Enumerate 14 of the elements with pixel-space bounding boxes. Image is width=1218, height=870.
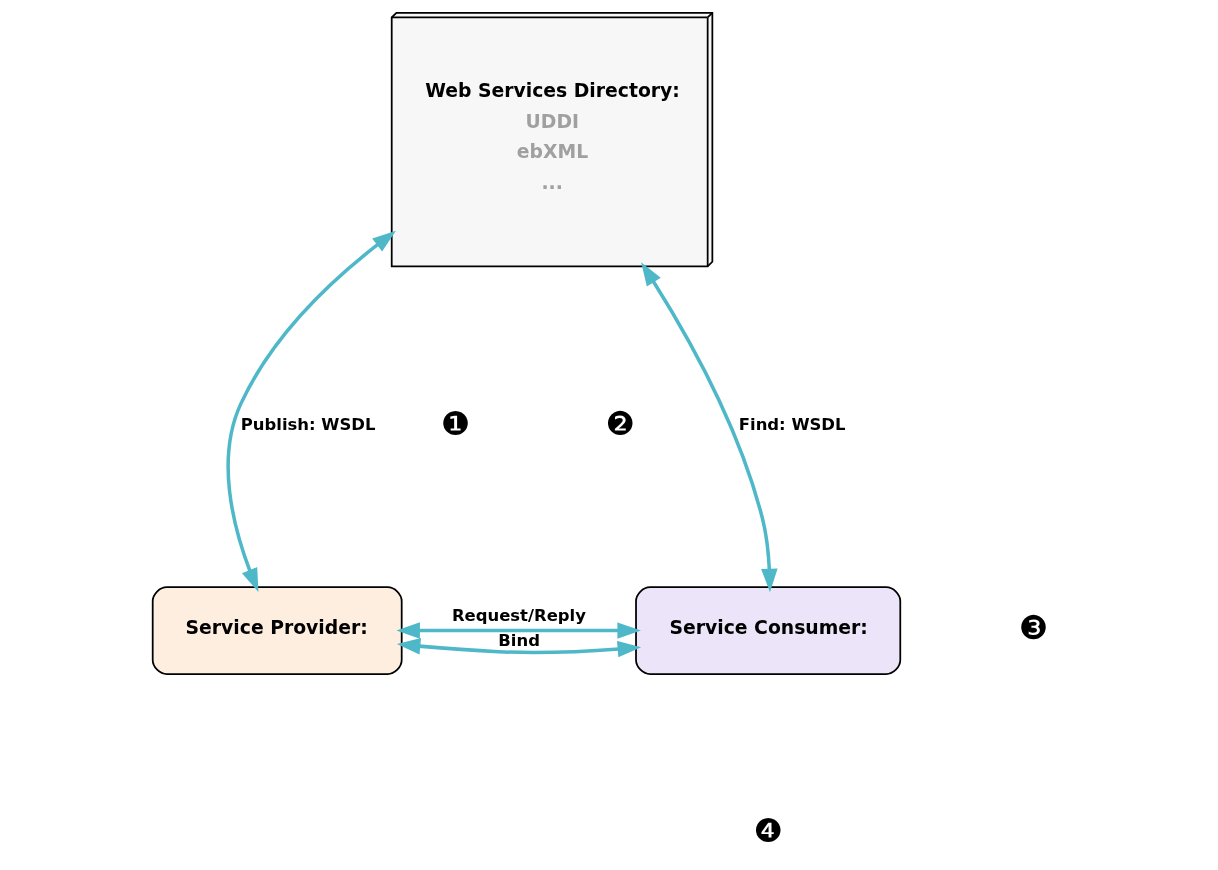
edge-label: Bind (498, 631, 540, 651)
label: ❷ (605, 403, 635, 443)
arrow (396, 622, 641, 639)
node-box: Service Consumer: (635, 586, 902, 675)
label: ❸ (1018, 607, 1049, 647)
label: ❶ (440, 403, 471, 443)
arrow (641, 262, 778, 593)
arrow (396, 638, 642, 658)
edge-label: Publish: WSDL (240, 414, 376, 434)
label: ❹ (753, 811, 783, 851)
edge-label: Request/Reply (451, 606, 586, 626)
arrow (226, 230, 396, 593)
node-box: Service Provider: (151, 586, 403, 675)
edge-label: Find: WSDL (738, 414, 846, 434)
